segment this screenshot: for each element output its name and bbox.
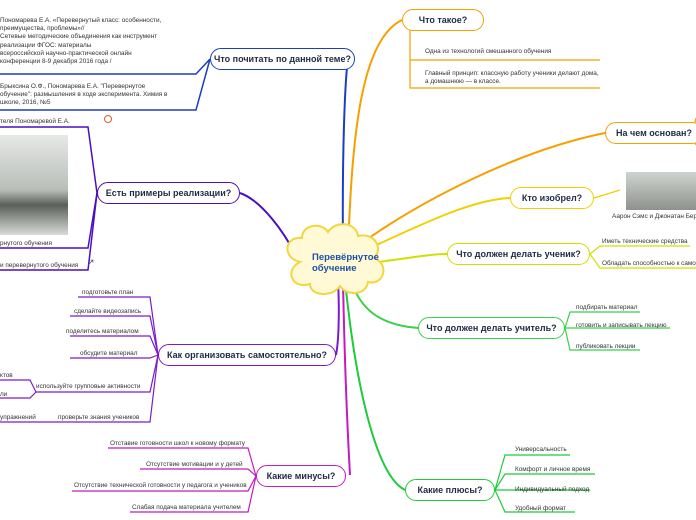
topic-examples[interactable]: Есть примеры реализации?: [97, 182, 240, 204]
plus-item-3: Индивидуальный подход: [515, 486, 590, 493]
teacher-item-1: подбирать материал: [576, 304, 638, 311]
external-link-icon[interactable]: ↗: [87, 257, 95, 267]
topic-minus[interactable]: Какие минусы?: [256, 465, 346, 487]
organize-subitem-3: упражнений: [0, 414, 36, 421]
what-item-2: Главный принцип: классную работу ученики…: [425, 70, 599, 77]
organize-item-5: используйте групповые активности: [36, 383, 141, 390]
examples-item-1[interactable]: теля Пономаревой Е.А.: [0, 118, 70, 125]
link-icon: [104, 115, 112, 123]
examples-item-2[interactable]: рнутого обучения: [0, 240, 52, 247]
what-item-1: Одна из технологий смешанного обучения: [425, 48, 552, 55]
plus-item-2: Комфорт и личное время: [515, 466, 591, 473]
minus-item-3: Отсутствие технической готовности у педа…: [74, 482, 247, 489]
photo-thumbnail: [0, 135, 68, 235]
student-item-1: Иметь технические средства: [602, 238, 688, 245]
plus-item-1: Универсальность: [515, 446, 567, 453]
branch-organize: [335, 279, 340, 356]
organize-item-1: подготовьте план: [82, 289, 134, 296]
minus-item-1: Отставие готовности школ к новому формат…: [110, 440, 245, 447]
minus-item-4: Слабая подача материала учителем: [132, 504, 241, 511]
read-reference-2: Брыксина О.Ф., Пономарева Е.А. "Переверн…: [0, 83, 168, 107]
who-caption: Аарон Сэмс и Джонатан Бер: [612, 213, 696, 220]
examples-item-3[interactable]: и перевернутого обучения: [0, 262, 79, 269]
topic-teacher[interactable]: Что должен делать учитель?: [418, 317, 565, 339]
topic-who[interactable]: Кто изобрел?: [510, 187, 594, 209]
central-line-1: Перевёрнутое: [312, 252, 379, 263]
organize-subitem-2: ли: [0, 391, 8, 398]
organize-subitem-1: ктов: [0, 372, 13, 379]
teacher-item-2: готовить и записывать лекцию: [576, 322, 667, 329]
student-item-2: Обладать способностью к самос: [602, 260, 696, 267]
photo-thumbnail: [626, 172, 696, 210]
branch-read: [341, 58, 349, 251]
topic-student[interactable]: Что должен делать ученик?: [447, 243, 590, 265]
central-line-2: обучение: [312, 263, 357, 274]
branch-what: [347, 19, 403, 251]
topic-organize[interactable]: Как организовать самостоятельно?: [158, 344, 336, 366]
teacher-item-3: публиковать лекции: [576, 343, 636, 350]
topic-what[interactable]: Что такое?: [402, 9, 484, 31]
organize-item-3: поделитесь материалом: [66, 328, 139, 335]
minus-item-2: Отсутствие мотивации и у детей: [146, 461, 243, 468]
organize-item-4: обсудите материал: [80, 350, 138, 357]
organize-item-2: сделайте видеозапись: [74, 308, 142, 315]
what-item-3: а домашнюю — в классе.: [425, 78, 501, 85]
topic-plus[interactable]: Какие плюсы?: [405, 479, 495, 501]
plus-item-4: Удобный формат: [515, 505, 567, 512]
organize-item-6: проверьте знания учеников: [58, 414, 140, 421]
central-topic[interactable]: Перевёрнутое обучение: [312, 252, 379, 274]
read-reference-1: Пономарева Е.А. «Перевернутый класс: осо…: [0, 17, 162, 66]
topic-based[interactable]: На чем основан?: [605, 122, 696, 144]
branch-student: [377, 253, 448, 263]
branch-based: [351, 132, 606, 251]
branch-plus: [344, 279, 406, 491]
branch-minus: [342, 281, 351, 476]
topic-read[interactable]: Что почитать по данной теме?: [210, 48, 355, 70]
central-cloud-shape: [286, 223, 385, 295]
